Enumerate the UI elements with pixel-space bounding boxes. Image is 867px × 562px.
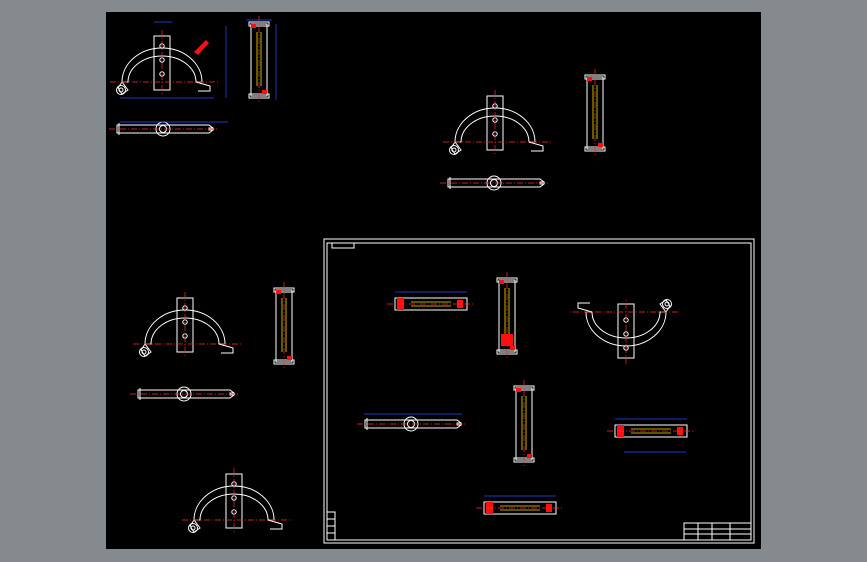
frame-views bbox=[356, 271, 696, 515]
view-group-bottom-left bbox=[181, 467, 291, 535]
title-block bbox=[683, 522, 752, 541]
drawing-canvas[interactable] bbox=[106, 12, 761, 549]
cad-drawing bbox=[108, 15, 755, 544]
view-group-top-left bbox=[108, 15, 277, 137]
view-group-left-middle bbox=[129, 281, 295, 402]
view-group-top-middle bbox=[439, 68, 606, 191]
drawing-frame bbox=[323, 238, 755, 544]
